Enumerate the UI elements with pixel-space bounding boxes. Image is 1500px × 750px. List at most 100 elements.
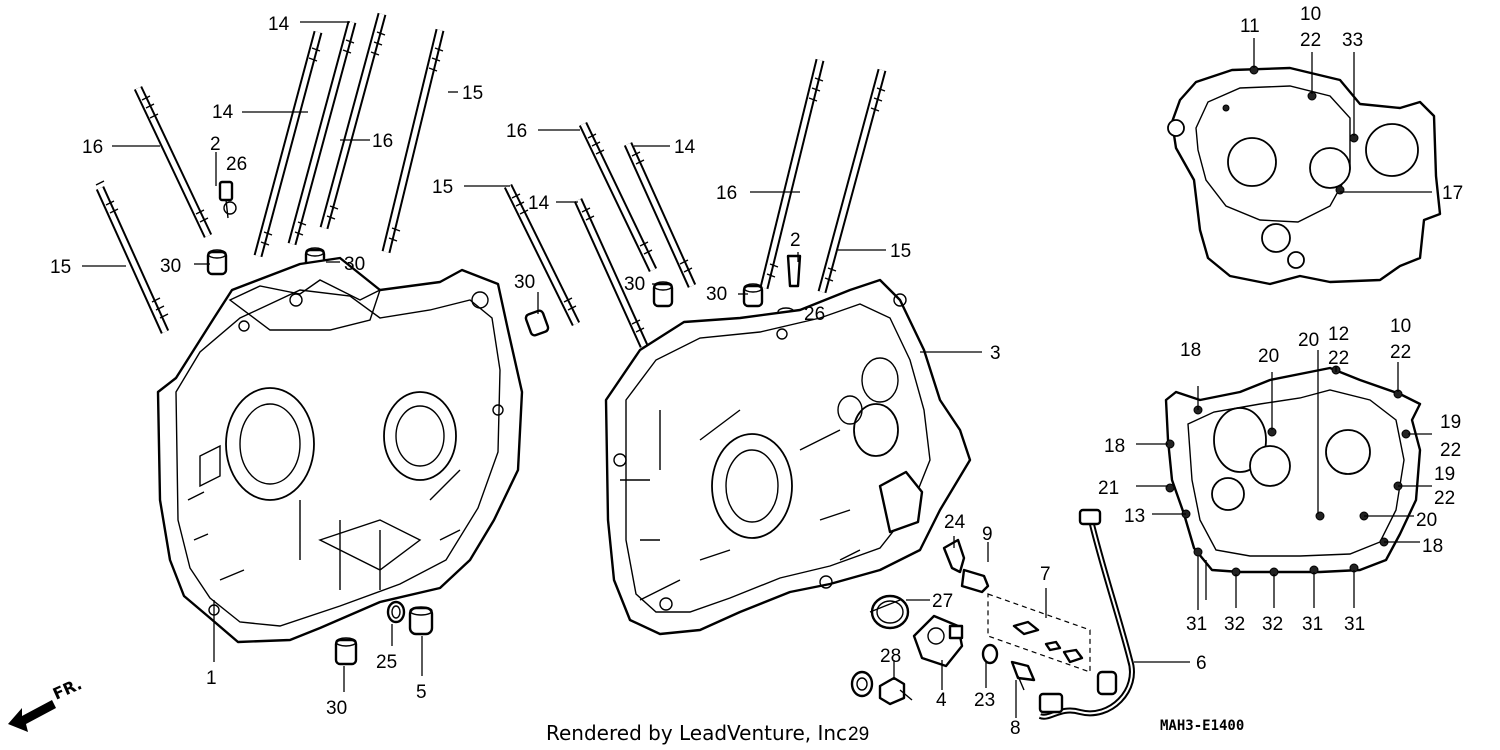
callout-30: 30 xyxy=(344,254,365,275)
washer-29 xyxy=(850,670,874,698)
oil-seal-25 xyxy=(386,600,406,624)
dowel-pin-a xyxy=(206,249,228,276)
stud-bolt-15-b xyxy=(381,28,445,254)
callout-10: 10 xyxy=(1300,4,1321,25)
callout-labels: 14 14 15 16 16 2 26 15 30 30 16 14 15 14… xyxy=(50,4,1463,745)
callout-28: 28 xyxy=(880,646,901,667)
callout-16: 16 xyxy=(506,121,527,142)
callout-31: 31 xyxy=(1344,614,1365,635)
callout-26: 26 xyxy=(804,304,825,325)
callout-14: 14 xyxy=(268,14,290,35)
dowel-pin-f xyxy=(334,637,358,666)
bolt-9 xyxy=(960,568,990,594)
cover-gasket-bottom xyxy=(1164,365,1422,577)
callout-18: 18 xyxy=(1104,436,1125,457)
stud-bolt-15-c xyxy=(503,184,581,326)
stud-bolt-16-left xyxy=(133,86,213,238)
callout-32: 32 xyxy=(1224,614,1245,635)
callout-26: 26 xyxy=(226,154,247,175)
o-ring-26-left xyxy=(223,201,237,215)
callout-17: 17 xyxy=(1442,183,1463,204)
callout-15: 15 xyxy=(50,257,71,278)
callout-24: 24 xyxy=(944,512,966,533)
callout-20: 20 xyxy=(1258,346,1279,367)
front-direction-marker: FR. xyxy=(8,674,85,732)
bolt-28 xyxy=(878,676,913,706)
front-marker-label: FR. xyxy=(50,674,85,703)
callout-3: 3 xyxy=(990,343,1001,364)
callout-7: 7 xyxy=(1040,564,1051,585)
callout-2: 2 xyxy=(210,134,221,155)
callout-20: 20 xyxy=(1298,330,1319,351)
wire-harness-6 xyxy=(1038,508,1135,720)
o-ring-27 xyxy=(870,594,910,630)
stud-bolt-14-b xyxy=(287,20,357,246)
bolt-2-middle xyxy=(786,254,802,288)
switch-4 xyxy=(912,614,964,668)
callout-20: 20 xyxy=(1416,510,1437,531)
callout-16: 16 xyxy=(82,137,103,158)
callout-21: 21 xyxy=(1098,478,1119,499)
callout-18: 18 xyxy=(1422,536,1443,557)
callout-33: 33 xyxy=(1342,30,1363,51)
callout-32: 32 xyxy=(1262,614,1283,635)
callout-30: 30 xyxy=(326,698,347,719)
right-crankcase xyxy=(604,278,972,636)
callout-30: 30 xyxy=(514,272,535,293)
callout-30: 30 xyxy=(706,284,727,305)
callout-30: 30 xyxy=(624,274,645,295)
collar-5 xyxy=(408,606,434,636)
callout-10: 10 xyxy=(1390,316,1411,337)
stud-bolt-16-d xyxy=(759,58,825,290)
callout-18: 18 xyxy=(1180,340,1201,361)
crankcase-gasket-top xyxy=(1167,65,1442,286)
callout-25: 25 xyxy=(376,652,397,673)
callout-15: 15 xyxy=(432,177,453,198)
callout-22: 22 xyxy=(1300,30,1321,51)
stud-bolt-15-left xyxy=(95,180,170,334)
stud-bolt-15-d xyxy=(817,68,887,294)
callout-11: 11 xyxy=(1240,16,1260,37)
callout-8: 8 xyxy=(1010,718,1021,739)
render-credit: Rendered by LeadVenture, Inc. xyxy=(546,721,853,745)
callout-16: 16 xyxy=(716,183,737,204)
callout-13: 13 xyxy=(1124,506,1145,527)
stud-bolt-14-a xyxy=(253,30,323,258)
callout-23: 23 xyxy=(974,690,995,711)
callout-14: 14 xyxy=(212,102,234,123)
callout-12: 12 xyxy=(1328,324,1349,345)
stud-bolt-16-b xyxy=(319,12,387,230)
stud-bolt-14-d xyxy=(573,198,649,348)
callout-29: 29 xyxy=(848,724,869,745)
bolt-2-left xyxy=(218,180,234,219)
dowel-pin-e xyxy=(742,283,764,308)
stud-bolt-16-c xyxy=(578,122,658,272)
left-crankcase xyxy=(156,256,524,644)
stud-bolt-14-c xyxy=(623,142,697,288)
dowel-pin-c xyxy=(524,309,550,337)
callout-16: 16 xyxy=(372,131,393,152)
callout-27: 27 xyxy=(932,591,953,612)
callout-22: 22 xyxy=(1328,348,1349,369)
stud-bolts-left xyxy=(95,12,445,334)
bracket-24 xyxy=(942,538,966,574)
callout-15: 15 xyxy=(462,83,483,104)
stud-bolts-middle xyxy=(503,58,887,348)
callout-2: 2 xyxy=(790,230,801,251)
callout-31: 31 xyxy=(1302,614,1323,635)
callout-5: 5 xyxy=(416,682,427,703)
sensor-kit-7 xyxy=(987,593,1091,673)
callout-14: 14 xyxy=(528,193,550,214)
callout-15: 15 xyxy=(890,241,911,262)
front-arrow-icon xyxy=(8,700,56,732)
callout-22: 22 xyxy=(1390,342,1411,363)
small-parts xyxy=(386,508,1135,720)
callout-30: 30 xyxy=(160,256,181,277)
callout-4: 4 xyxy=(936,690,947,711)
callout-22: 22 xyxy=(1434,488,1455,509)
dowel-pin-d xyxy=(652,281,674,308)
leader-lines xyxy=(82,21,1432,718)
sensor-8 xyxy=(1010,660,1036,691)
callout-22: 22 xyxy=(1440,440,1461,461)
